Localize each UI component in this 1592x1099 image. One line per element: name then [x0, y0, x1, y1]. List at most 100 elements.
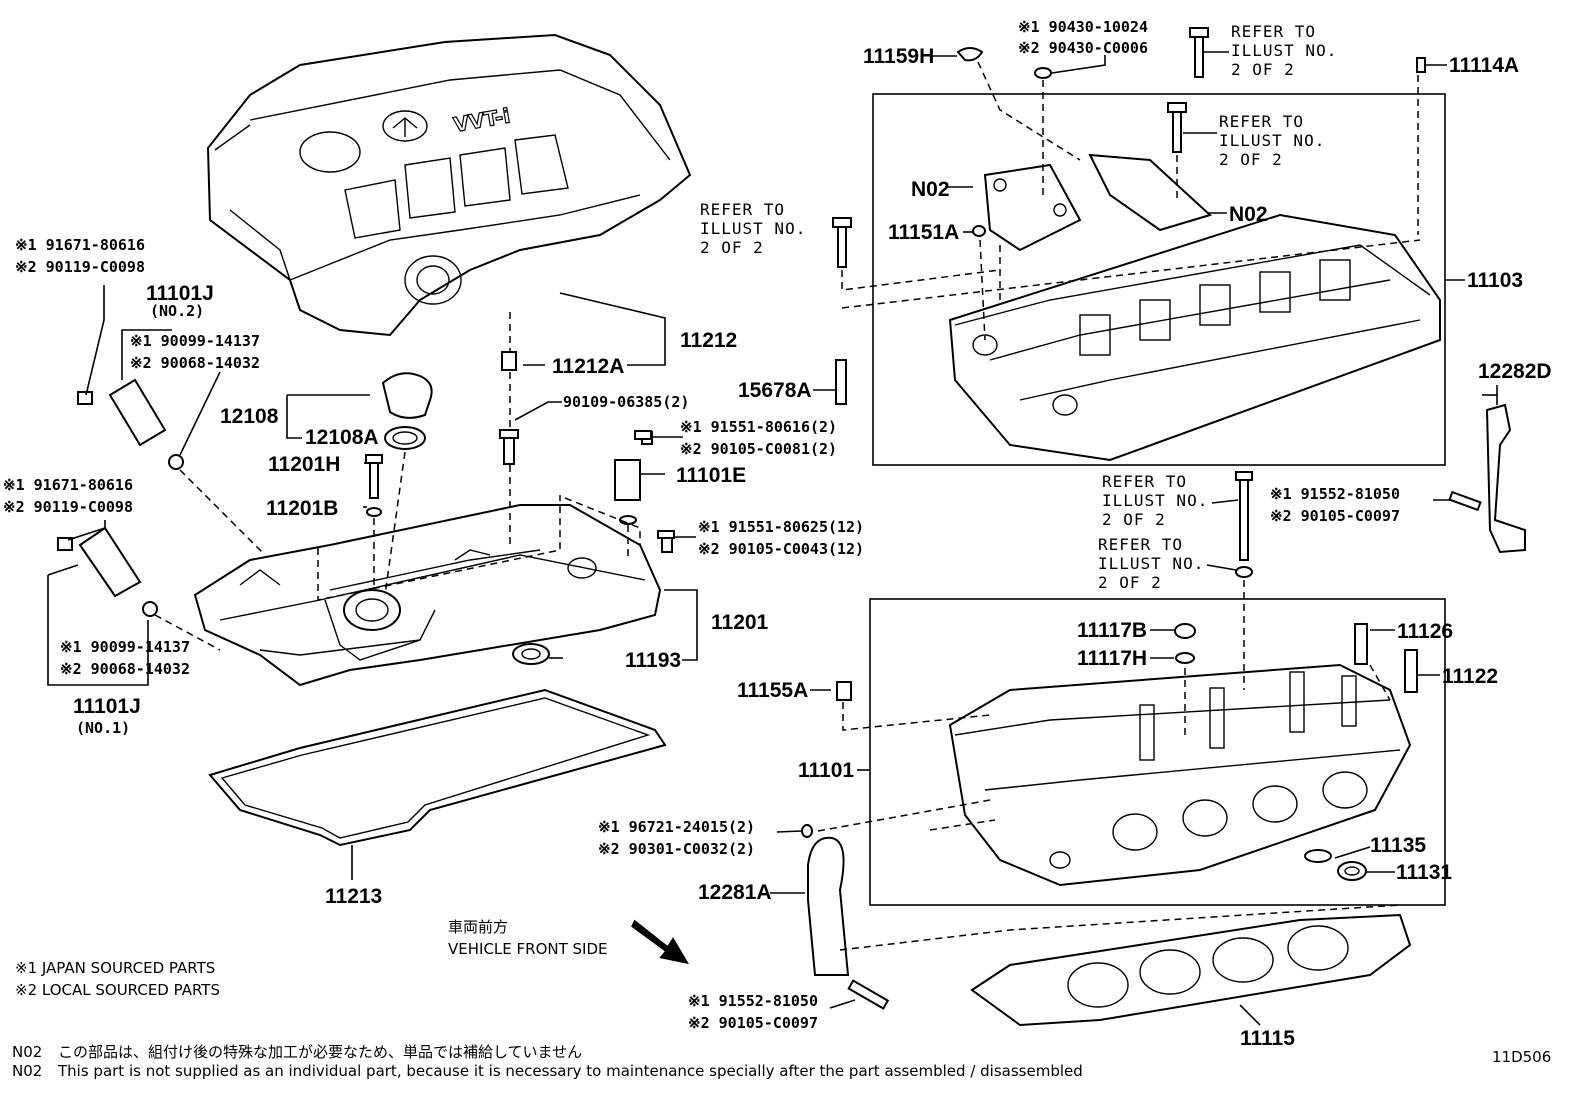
label-90109: 90109-06385(2)	[563, 393, 689, 411]
part-labels: 11212 11212A 90109-06385(2) 12108 12108A…	[73, 45, 1552, 1066]
label-11115: 11115	[1240, 1027, 1295, 1050]
label-11155A: 11155A	[737, 679, 808, 702]
cylinder-head-frame	[869, 598, 1446, 906]
alternate-part-numbers: ※1 91671-80616 ※2 90119-C0098 ※1 90099-1…	[3, 18, 1400, 1032]
alt-a5-1: ※1 91551-80616(2)	[680, 418, 837, 436]
note-n02-en-text: This part is not supplied as an individu…	[57, 1062, 1083, 1080]
alt-a1-1: ※1 91671-80616	[15, 236, 145, 254]
label-11117H: 11117H	[1077, 647, 1147, 670]
alt-a7-1: ※1 90430-10024	[1018, 18, 1148, 36]
label-11101: 11101	[798, 759, 854, 782]
label-11101J-no1-sub: (NO.1)	[76, 719, 130, 737]
refer-notes: REFER TO ILLUST NO. 2 OF 2 REFER TO ILLU…	[700, 22, 1337, 592]
label-11201H: 11201H	[268, 453, 340, 476]
label-11212A: 11212A	[552, 355, 624, 378]
refer-2-line2: ILLUST NO.	[1231, 41, 1337, 60]
alt-a1-2: ※2 90119-C0098	[15, 258, 145, 276]
label-11159H: 11159H	[863, 45, 934, 68]
refer-1-line1: REFER TO	[700, 200, 785, 219]
alt-a2-1: ※1 90099-14137	[130, 332, 260, 350]
refer-1-line3: 2 OF 2	[700, 238, 764, 257]
label-11201: 11201	[711, 611, 769, 634]
label-11101J-no2: 11101J	[146, 282, 214, 305]
label-11117B: 11117B	[1077, 619, 1147, 642]
refer-5-line3: 2 OF 2	[1098, 573, 1162, 592]
label-11101E: 11101E	[676, 464, 746, 487]
alt-a6-2: ※2 90105-C0043(12)	[698, 540, 864, 558]
label-11213: 11213	[325, 885, 382, 908]
refer-4-line1: REFER TO	[1102, 472, 1187, 491]
camshaft-housing-drawing	[948, 153, 1441, 462]
oil-control-valve-no2-drawing	[77, 378, 184, 470]
refer-4-line2: ILLUST NO.	[1102, 491, 1208, 510]
leader-lines	[47, 51, 1498, 1026]
assembly-guide-lines	[154, 61, 1421, 951]
illustration-code: 11D506	[1492, 1048, 1551, 1066]
engine-hanger-drawing	[807, 836, 890, 1010]
label-N02-a: N02	[911, 178, 950, 201]
alt-a4-2: ※2 90068-14032	[60, 660, 190, 678]
refer-2-line1: REFER TO	[1231, 22, 1316, 41]
label-12281A: 12281A	[698, 881, 772, 904]
label-11103: 11103	[1467, 269, 1523, 292]
refer-1-line2: ILLUST NO.	[700, 219, 806, 238]
head-cover-gasket	[208, 688, 667, 847]
alt-a8-1: ※1 91552-81050	[1270, 485, 1400, 503]
refer-4-line3: 2 OF 2	[1102, 510, 1166, 529]
alt-a4-1: ※1 90099-14137	[60, 638, 190, 656]
alt-a7-2: ※2 90430-C0006	[1018, 39, 1148, 57]
cylinder-head-cover-drawing	[193, 504, 662, 687]
note-n02-jp-text: この部品は、組付け後の特殊な加工が必要なため、単品では補給していません	[58, 1043, 582, 1061]
refer-2-line3: 2 OF 2	[1231, 60, 1295, 79]
alt-a10-2: ※2 90105-C0097	[688, 1014, 818, 1032]
alt-a3-1: ※1 91671-80616	[3, 476, 133, 494]
cam-housing-small-parts	[832, 27, 1426, 405]
vehicle-front-arrow-icon	[631, 919, 690, 965]
refer-3-line2: ILLUST NO.	[1219, 131, 1325, 150]
vehicle-front-jp: 車両前方	[448, 918, 508, 936]
cylinder-head-small-parts	[801, 471, 1418, 881]
refer-3-line3: 2 OF 2	[1219, 150, 1283, 169]
label-11212: 11212	[680, 329, 737, 352]
legend-local-sourced: ※2 LOCAL SOURCED PARTS	[15, 981, 220, 999]
small-fasteners-left	[365, 351, 675, 553]
label-11131: 11131	[1396, 861, 1452, 884]
label-11114A: 11114A	[1449, 54, 1519, 77]
label-N02-b: N02	[1229, 203, 1268, 226]
label-12282D: 12282D	[1478, 360, 1552, 383]
note-n02-jp-tag: N02	[12, 1043, 42, 1061]
alt-a5-2: ※2 90105-C0081(2)	[680, 440, 837, 458]
label-11101J-no1: 11101J	[73, 695, 141, 718]
alt-a9-2: ※2 90301-C0032(2)	[598, 840, 755, 858]
oil-filler-cap-drawing	[381, 372, 433, 450]
oil-seal	[512, 643, 550, 665]
label-11122: 11122	[1442, 665, 1498, 688]
alt-a2-2: ※2 90068-14032	[130, 354, 260, 372]
label-11126: 11126	[1397, 620, 1453, 643]
cylinder-head-gasket-drawing	[970, 913, 1412, 1027]
oil-control-valve-no1-drawing	[57, 526, 158, 617]
label-11101J-no2-sub: (NO.2)	[150, 302, 204, 320]
alt-a9-1: ※1 96721-24015(2)	[598, 818, 755, 836]
cylinder-head-drawing	[948, 663, 1412, 887]
label-11135: 11135	[1370, 834, 1426, 857]
label-11151A: 11151A	[888, 221, 959, 244]
alt-a3-2: ※2 90119-C0098	[3, 498, 133, 516]
refer-5-line2: ILLUST NO.	[1098, 554, 1204, 573]
label-11201B: 11201B	[266, 497, 338, 520]
refer-5-line1: REFER TO	[1098, 535, 1183, 554]
legend-japan-sourced: ※1 JAPAN SOURCED PARTS	[15, 959, 215, 977]
engine-cover-drawing: VVT-i	[206, 33, 692, 337]
alt-a6-1: ※1 91551-80625(12)	[698, 518, 864, 536]
harness-bracket-drawing	[1448, 403, 1526, 554]
label-11193: 11193	[625, 649, 681, 672]
label-12108: 12108	[220, 405, 279, 428]
refer-3-line1: REFER TO	[1219, 112, 1304, 131]
vehicle-front-en: VEHICLE FRONT SIDE	[448, 940, 608, 958]
label-12108A: 12108A	[305, 426, 379, 449]
label-15678A: 15678A	[738, 379, 812, 402]
note-n02-en-tag: N02	[12, 1062, 42, 1080]
alt-a10-1: ※1 91552-81050	[688, 992, 818, 1010]
